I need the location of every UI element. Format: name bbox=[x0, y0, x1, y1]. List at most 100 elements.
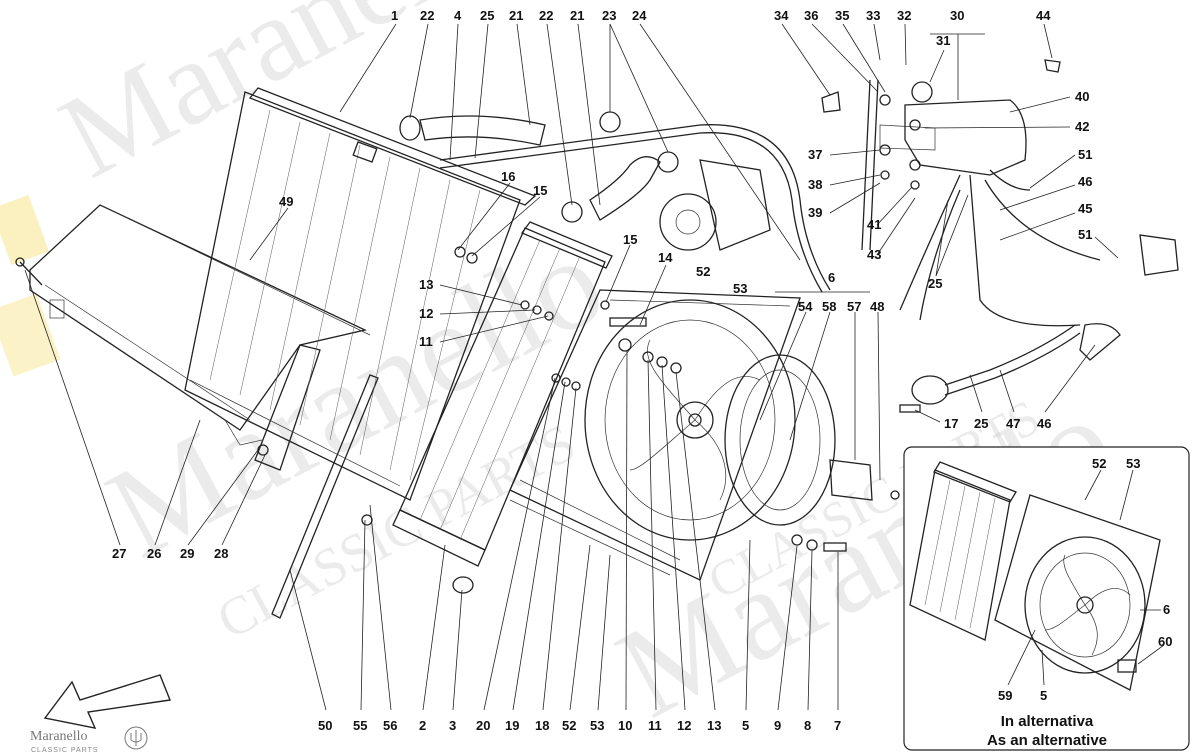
callout-12a: 12 bbox=[419, 306, 433, 321]
callout-30: 30 bbox=[950, 8, 964, 23]
callout-4: 4 bbox=[454, 8, 462, 23]
callout-13a: 13 bbox=[419, 277, 433, 292]
callout-51a: 51 bbox=[1078, 147, 1092, 162]
callout-52b: 52 bbox=[562, 718, 576, 733]
callout-13b: 13 bbox=[707, 718, 721, 733]
leader-lines bbox=[24, 23, 1119, 711]
callout-52a: 52 bbox=[696, 264, 710, 279]
callout-6a: 6 bbox=[828, 270, 835, 285]
callout-18: 18 bbox=[535, 718, 549, 733]
badge-left-mid bbox=[0, 293, 61, 377]
expansion-tank bbox=[861, 79, 1101, 327]
inset-callout-59: 59 bbox=[998, 688, 1012, 703]
callout-17: 17 bbox=[944, 416, 958, 431]
callout-23: 23 bbox=[602, 8, 616, 23]
main-radiator bbox=[184, 87, 537, 501]
callout-53a: 53 bbox=[733, 281, 747, 296]
callout-34: 34 bbox=[774, 8, 789, 23]
arrow-icon bbox=[43, 674, 171, 729]
logo-tagline: CLASSIC PARTS bbox=[31, 747, 99, 754]
callout-44: 44 bbox=[1036, 8, 1051, 23]
callout-11b: 11 bbox=[648, 718, 662, 733]
seal-strip bbox=[271, 374, 379, 619]
callout-22b: 22 bbox=[539, 8, 553, 23]
callout-39: 39 bbox=[808, 205, 822, 220]
callout-2: 2 bbox=[419, 718, 426, 733]
callout-14: 14 bbox=[658, 250, 673, 265]
callout-31: 31 bbox=[936, 33, 950, 48]
callout-53b: 53 bbox=[590, 718, 604, 733]
inset-frame bbox=[903, 446, 1190, 751]
callout-5a: 5 bbox=[742, 718, 749, 733]
radiator-fins bbox=[209, 109, 481, 481]
callout-11a: 11 bbox=[419, 334, 433, 349]
callout-43: 43 bbox=[867, 247, 881, 262]
callout-3: 3 bbox=[449, 718, 456, 733]
badge-shapes bbox=[0, 194, 61, 377]
callout-7: 7 bbox=[834, 718, 841, 733]
callout-48: 48 bbox=[870, 299, 884, 314]
callout-21b: 21 bbox=[570, 8, 584, 23]
callout-40: 40 bbox=[1075, 89, 1089, 104]
thermostat-housing bbox=[911, 323, 1121, 405]
inset-callout-6: 6 bbox=[1163, 602, 1170, 617]
callout-15b: 15 bbox=[623, 232, 637, 247]
callout-labels: 1 22 4 25 21 22 21 23 24 34 36 35 33 32 … bbox=[112, 8, 1092, 733]
callout-47: 47 bbox=[1006, 416, 1020, 431]
callout-58: 58 bbox=[822, 299, 836, 314]
callout-1: 1 bbox=[391, 8, 398, 23]
front-radiator bbox=[392, 221, 613, 594]
inset-caption-italian: In alternativa bbox=[1001, 713, 1094, 730]
water-pump bbox=[659, 159, 771, 251]
callout-35: 35 bbox=[835, 8, 849, 23]
callout-21a: 21 bbox=[509, 8, 523, 23]
alternative-inset: 52 53 6 60 59 5 In alternativa As an alt… bbox=[903, 446, 1190, 751]
long-hose bbox=[699, 124, 831, 291]
callout-42: 42 bbox=[1075, 119, 1089, 134]
callout-37: 37 bbox=[808, 147, 822, 162]
callout-56: 56 bbox=[383, 718, 397, 733]
callout-45: 45 bbox=[1078, 201, 1092, 216]
callout-9: 9 bbox=[774, 718, 781, 733]
callout-50: 50 bbox=[318, 718, 332, 733]
valve bbox=[1139, 234, 1179, 276]
callout-41: 41 bbox=[867, 217, 881, 232]
callout-25b: 25 bbox=[928, 276, 942, 291]
callout-57: 57 bbox=[847, 299, 861, 314]
callout-49: 49 bbox=[279, 194, 293, 209]
callout-12b: 12 bbox=[677, 718, 691, 733]
brand-logo: Maranello CLASSIC PARTS bbox=[30, 726, 148, 754]
callout-27: 27 bbox=[112, 546, 126, 561]
callout-33: 33 bbox=[866, 8, 880, 23]
inset-callout-60: 60 bbox=[1158, 634, 1172, 649]
callout-20: 20 bbox=[476, 718, 490, 733]
callout-25c: 25 bbox=[974, 416, 988, 431]
callout-36: 36 bbox=[804, 8, 818, 23]
callout-29: 29 bbox=[180, 546, 194, 561]
callout-24: 24 bbox=[632, 8, 647, 23]
callout-19: 19 bbox=[505, 718, 519, 733]
direction-arrow bbox=[43, 674, 171, 729]
callout-55: 55 bbox=[353, 718, 367, 733]
badge-left-top bbox=[0, 194, 50, 266]
callout-54: 54 bbox=[798, 299, 813, 314]
callout-26: 26 bbox=[147, 546, 161, 561]
long-hose-inner bbox=[699, 132, 823, 293]
inset-callout-5: 5 bbox=[1040, 688, 1047, 703]
callout-15a: 15 bbox=[533, 183, 547, 198]
callout-51b: 51 bbox=[1078, 227, 1092, 242]
upper-hoses bbox=[399, 111, 701, 223]
callout-46b: 46 bbox=[1037, 416, 1051, 431]
callout-10: 10 bbox=[618, 718, 632, 733]
callout-8: 8 bbox=[804, 718, 811, 733]
callout-25a: 25 bbox=[480, 8, 494, 23]
inset-callout-52: 52 bbox=[1092, 456, 1106, 471]
callout-46a: 46 bbox=[1078, 174, 1092, 189]
air-duct-cover bbox=[15, 204, 371, 471]
callout-22a: 22 bbox=[420, 8, 434, 23]
logo-brand: Maranello bbox=[30, 729, 88, 744]
callout-38: 38 bbox=[808, 177, 822, 192]
callout-32: 32 bbox=[897, 8, 911, 23]
callout-16: 16 bbox=[501, 169, 515, 184]
